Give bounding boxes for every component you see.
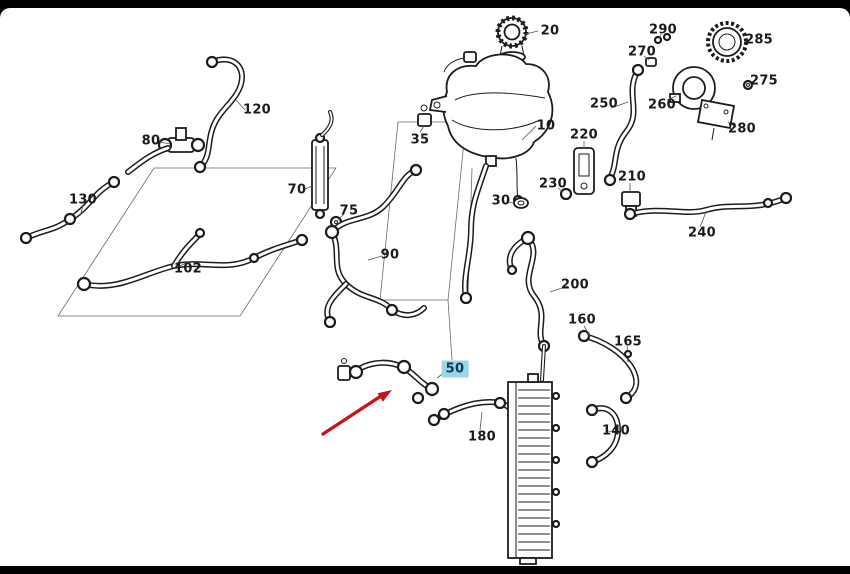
- part-label-35[interactable]: 35: [410, 132, 430, 148]
- part-label-160[interactable]: 160: [567, 312, 597, 328]
- bolts-290-drawing: [653, 32, 672, 45]
- hose-50-drawing: [337, 358, 440, 405]
- part-label-102[interactable]: 102: [173, 261, 203, 277]
- letterbox-bottom: [0, 566, 850, 574]
- part-label-75[interactable]: 75: [339, 203, 359, 219]
- part-label-200[interactable]: 200: [560, 277, 590, 293]
- part-label-210[interactable]: 210: [617, 169, 647, 185]
- part-label-270[interactable]: 270: [627, 44, 657, 60]
- part-label-220[interactable]: 220: [569, 127, 599, 143]
- hose-200-drawing: [508, 230, 551, 382]
- part-label-30[interactable]: 30: [491, 193, 511, 209]
- hose-180-drawing: [427, 396, 516, 427]
- bracket-280-drawing: [696, 98, 736, 141]
- letterbox-top: [0, 0, 850, 8]
- part-label-70[interactable]: 70: [287, 182, 307, 198]
- part-label-20[interactable]: 20: [540, 23, 560, 39]
- part-label-140[interactable]: 140: [601, 423, 631, 439]
- part-label-50[interactable]: 50: [441, 360, 469, 378]
- part-label-130[interactable]: 130: [68, 192, 98, 208]
- hose-90-drawing: [323, 165, 486, 329]
- part-label-120[interactable]: 120: [242, 102, 272, 118]
- hose-250-drawing: [603, 63, 645, 187]
- ring-285-drawing: [706, 21, 748, 63]
- part-label-280[interactable]: 280: [727, 121, 757, 137]
- t-connector-80-drawing: [128, 127, 206, 172]
- part-label-165[interactable]: 165: [613, 334, 643, 350]
- part-label-285[interactable]: 285: [744, 32, 774, 48]
- connector-35-drawing: [417, 104, 432, 127]
- hose-102-drawing: [76, 227, 309, 292]
- part-label-90[interactable]: 90: [380, 247, 400, 263]
- leader-boxes: [57, 121, 473, 361]
- leader-lines: [79, 30, 758, 433]
- part-label-10[interactable]: 10: [536, 118, 556, 134]
- part-label-180[interactable]: 180: [467, 429, 497, 445]
- bracket-220-drawing: [573, 147, 595, 195]
- hose-130-drawing: [19, 175, 121, 245]
- pump-260-drawing: [669, 66, 716, 110]
- hose-140-drawing: [585, 403, 618, 469]
- hose-240-drawing: [623, 191, 793, 221]
- grommet-30-drawing: [513, 197, 529, 209]
- part-label-240[interactable]: 240: [687, 225, 717, 241]
- clamp-230-drawing: [559, 187, 573, 201]
- part-label-275[interactable]: 275: [749, 73, 779, 89]
- part-label-260[interactable]: 260: [647, 97, 677, 113]
- hose-160-drawing: [577, 329, 636, 405]
- radiator-drawing: [507, 373, 561, 565]
- pointer-arrow: [321, 390, 392, 436]
- part-label-230[interactable]: 230: [538, 176, 568, 192]
- part-label-250[interactable]: 250: [589, 96, 619, 112]
- hose-120-drawing: [193, 55, 242, 174]
- bracket-70-drawing: [311, 110, 334, 220]
- part-label-80[interactable]: 80: [141, 133, 161, 149]
- part-label-290[interactable]: 290: [648, 22, 678, 38]
- expansion-tank-drawing: [428, 15, 554, 206]
